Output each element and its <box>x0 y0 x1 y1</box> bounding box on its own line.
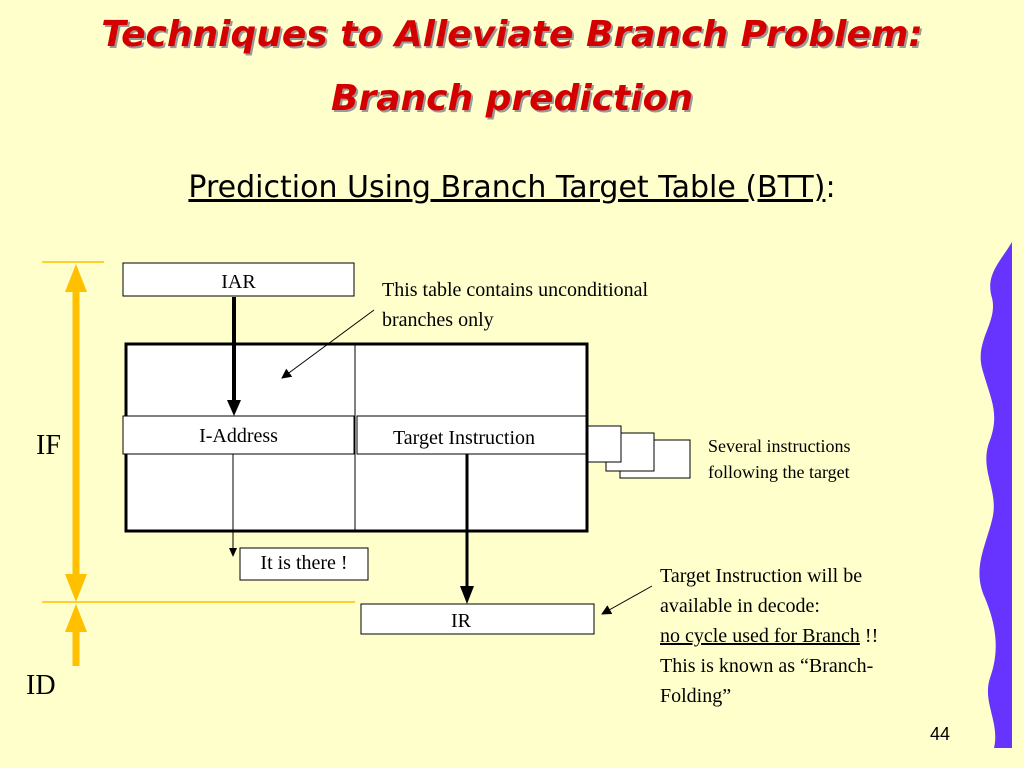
i-address-label: I-Address <box>199 425 278 447</box>
following-note-line-1: Several instructions <box>708 436 851 456</box>
it-is-there-label: It is there ! <box>260 552 348 574</box>
target-instruction-cell <box>356 415 587 455</box>
stage-if-label: IF <box>36 430 61 461</box>
ir-box <box>360 603 595 635</box>
slide-subtitle: Prediction Using Branch Target Table (BT… <box>0 168 1024 208</box>
ir-label: IR <box>451 610 471 632</box>
decode-note-line-2: available in decode: <box>660 595 820 617</box>
slide-title-line-1: Techniques to Alleviate Branch Problem: <box>101 14 923 55</box>
page-number: 44 <box>930 724 951 744</box>
decode-note-bangs: !! <box>859 625 879 647</box>
table-note: This table contains unconditional branch… <box>382 275 742 335</box>
target-instruction-label: Target Instruction <box>392 427 536 449</box>
subtitle-main: Prediction Using Branch Target Table (BT… <box>188 170 826 205</box>
decorative-wave <box>979 242 1012 748</box>
decode-note: Target Instruction will be available in … <box>660 561 970 711</box>
following-note-line-2: following the target <box>708 462 850 482</box>
table-note-line-2: branches only <box>382 309 494 331</box>
table-note-arrow <box>281 309 375 379</box>
table-note-line-1: This table contains unconditional <box>382 279 649 301</box>
i-address-cell <box>122 415 355 455</box>
it-is-there-box <box>239 547 369 581</box>
decode-note-line-4: This is known as “Branch- <box>660 655 874 677</box>
iar-label: IAR <box>221 271 256 293</box>
id-stage-arrow <box>65 604 87 666</box>
iar-box <box>122 262 355 297</box>
slide-title-line-2: Branch prediction <box>331 78 693 119</box>
if-stage-arrow <box>65 264 87 602</box>
subtitle-suffix: : <box>825 170 836 205</box>
decode-note-line-5: Folding” <box>660 685 732 707</box>
stage-id-label: ID <box>26 670 56 701</box>
decode-note-arrow <box>601 585 653 615</box>
decode-note-underlined: no cycle used for Branch <box>660 625 860 647</box>
decode-note-line-3: no cycle used for Branch !! <box>660 621 970 651</box>
following-note: Several instructions following the targe… <box>708 433 908 485</box>
decode-note-line-1: Target Instruction will be <box>660 565 863 587</box>
